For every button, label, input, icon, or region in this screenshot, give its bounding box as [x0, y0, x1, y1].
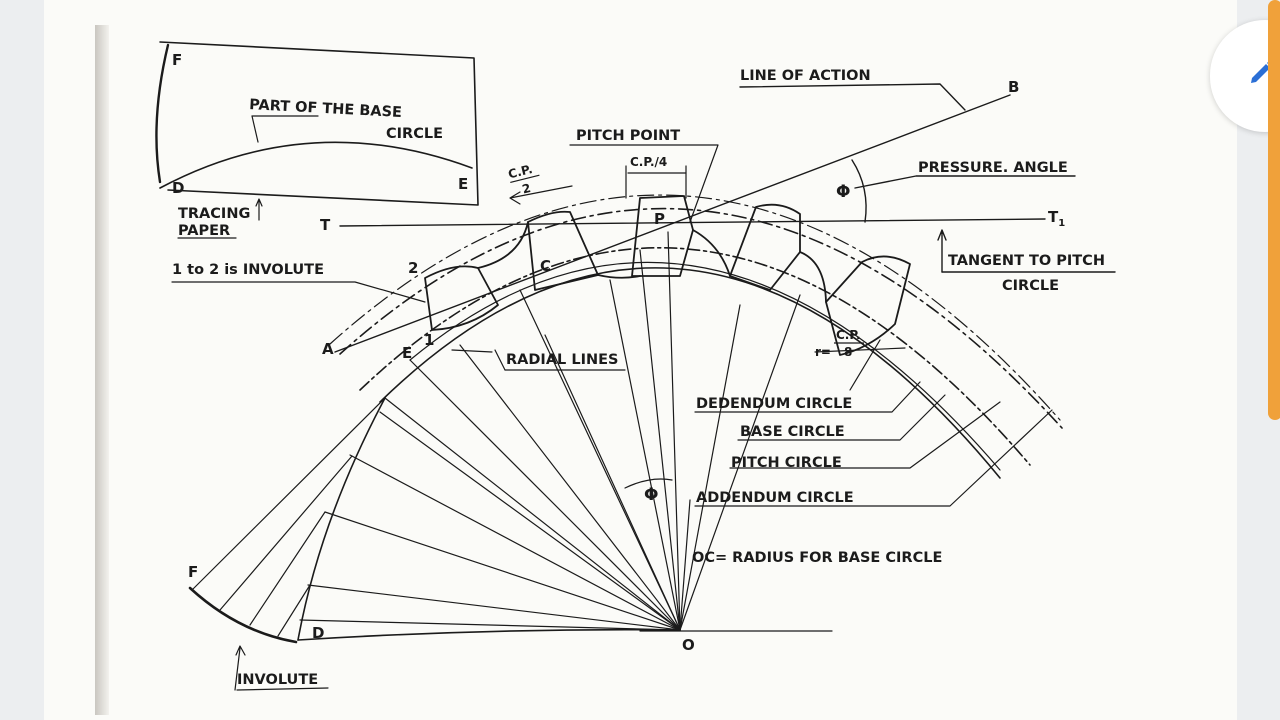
- side-panel-tab[interactable]: [1268, 0, 1280, 420]
- pitch-circle: [339, 207, 1063, 429]
- label-A: A: [322, 340, 334, 358]
- fraction-labels: C.P. 2 C.P./4 r= C.P. 8: [507, 155, 864, 359]
- cp-eighth-denominator: 8: [844, 345, 852, 359]
- tangent-label-2: CIRCLE: [1002, 278, 1059, 294]
- circle-leaders: [171, 281, 1053, 507]
- outer-circle: [409, 261, 1001, 471]
- pressure-angle-label: PRESSURE. ANGLE: [918, 160, 1068, 176]
- callout-labels: LINE OF ACTION PITCH POINT PRESSURE. ANG…: [172, 68, 1105, 688]
- label-F-top: F: [172, 51, 182, 69]
- r-equals-label: r=: [815, 345, 831, 359]
- label-E: E: [402, 344, 412, 362]
- base-circle-label: BASE CIRCLE: [740, 424, 845, 440]
- label-O: O: [682, 636, 695, 654]
- gear-teeth: [424, 195, 911, 356]
- label-D: D: [312, 624, 324, 642]
- radial-lines-label: RADIAL LINES: [506, 352, 618, 368]
- addendum-label: ADDENDUM CIRCLE: [696, 490, 854, 506]
- label-T: T: [320, 216, 331, 234]
- pitch-circle-label: PITCH CIRCLE: [731, 455, 842, 471]
- label-B: B: [1008, 78, 1019, 96]
- cp-eighth-numerator: C.P.: [836, 328, 861, 342]
- pitch-point-label: PITCH POINT: [576, 128, 680, 144]
- dedendum-label: DEDENDUM CIRCLE: [696, 396, 852, 412]
- label-F: F: [188, 563, 198, 581]
- involute-1-2-label: 1 to 2 is INVOLUTE: [172, 262, 324, 278]
- dedendum-circle: [379, 267, 1001, 479]
- radial-lines: [299, 231, 801, 631]
- cp-half-numerator: C.P.: [507, 162, 534, 182]
- pressure-angle-arc: [851, 159, 1076, 223]
- phi-arc: [624, 478, 673, 489]
- involute-curve: [188, 397, 681, 691]
- line-of-action-label: LINE OF ACTION: [740, 68, 871, 84]
- cp-quarter-label: C.P./4: [630, 155, 667, 169]
- oc-radius-label: OC= RADIUS FOR BASE CIRCLE: [692, 550, 942, 566]
- tracing-paper: [155, 41, 479, 239]
- pitch-point-callout: [509, 144, 719, 223]
- part-base-label-2: CIRCLE: [386, 126, 443, 142]
- tangent-label-1: TANGENT TO PITCH: [948, 253, 1105, 269]
- cp-half-denominator: 2: [521, 181, 532, 197]
- label-P: P: [654, 210, 665, 228]
- drawing-sheet: [44, 0, 1237, 720]
- label-E-top: E: [458, 175, 468, 193]
- line-of-action: [334, 83, 1011, 353]
- label-1: 1: [424, 331, 434, 349]
- part-base-label-1: PART OF THE BASE: [249, 97, 402, 121]
- base-circle: [359, 247, 1031, 466]
- label-phi-top: Φ: [836, 182, 850, 202]
- tangent-line: [339, 218, 1116, 273]
- addendum-circle: [329, 194, 1061, 421]
- label-D-top: D: [172, 179, 184, 197]
- involute-label: INVOLUTE: [237, 672, 318, 688]
- point-labels: F D E B T T1 P C 2 1 A E F D O Φ Φ: [172, 51, 1065, 654]
- label-2: 2: [408, 259, 418, 277]
- tracing-label-1: TRACING: [178, 206, 250, 222]
- label-phi-bottom: Φ: [644, 485, 658, 505]
- scan-shadow: [95, 25, 109, 715]
- tracing-label-2: PAPER: [178, 223, 230, 239]
- label-T1: T1: [1048, 208, 1065, 229]
- label-C: C: [540, 257, 551, 275]
